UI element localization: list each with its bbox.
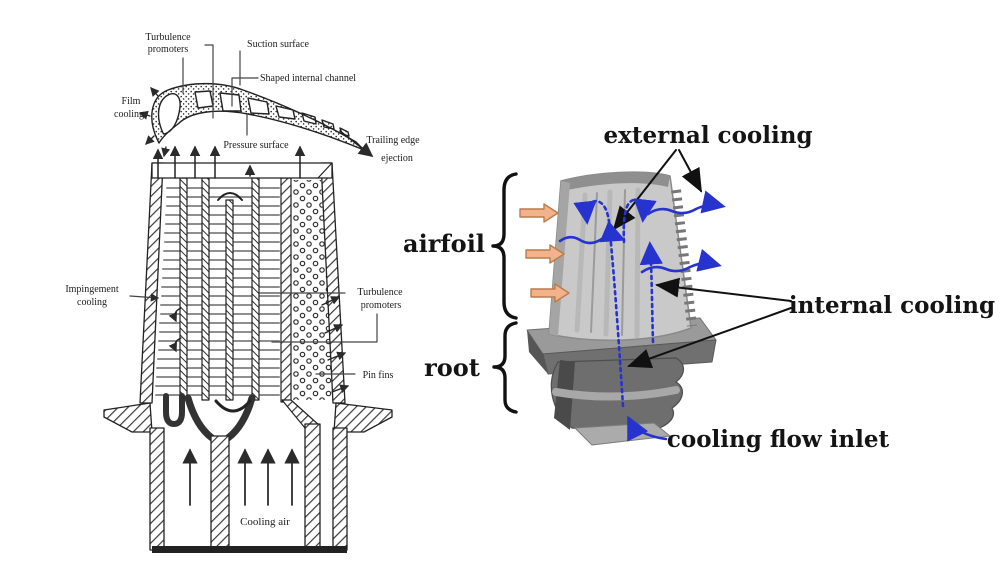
blade-tip-cap [561,172,670,191]
film-cooling-jet-arrows [138,87,171,158]
internal-flow-main [608,230,625,408]
label-shaped-internal-channel: Shaped internal channel [260,73,356,84]
tip-band-diagonal [317,162,333,179]
internal-flow-front [639,241,663,344]
tip-band [151,162,333,179]
cooling-air-arrows [182,448,300,506]
label-turbulence-promoters-right-line1: Turbulence [357,287,403,298]
gas-arrow-1 [519,203,559,223]
root-section [103,393,393,553]
trailing-edge-slots [671,189,697,327]
internal-arrow-lower [627,307,792,368]
tip-ejection-arrows [152,145,306,179]
airfoil-brace [491,172,518,320]
label-trailing-edge-line2: ejection [381,153,413,164]
platform-left-end [527,330,548,374]
label-impingement-line1: Impingement [65,284,119,295]
external-arrow-left [612,149,677,231]
cooling-flow-arrows [558,190,726,442]
braces [491,172,518,414]
label-film-cooling-line2: cooling [114,109,144,120]
external-arrow-right [678,149,702,193]
impingement-arrows [168,307,182,353]
gas-arrow-2 [525,244,565,264]
root-base [152,546,347,553]
root-divider-wall [304,423,321,551]
root-brace [492,321,518,414]
funnel-left-wall [184,394,216,442]
annotation-arrows [612,149,792,368]
right-blade-diagram: external cooling airfoil root internal c… [403,122,995,453]
left-flange [103,402,153,433]
blade-body [139,145,350,404]
internal-uturn-1 [573,199,612,232]
left-cutaway-diagram: Turbulence promoters Suction surface Sha… [65,32,420,553]
label-impingement-line2: cooling [77,297,107,308]
side-ejection-arrows [321,296,350,393]
root-left-wall [149,427,165,551]
funnel-turn-arc [214,399,252,413]
label-turbulence-promoters-top-line2: promoters [148,44,189,55]
label-internal-cooling: internal cooling [789,292,995,319]
gas-arrow-3 [530,283,570,303]
airfoil-cross-section [138,82,374,158]
label-trailing-edge-line1: Trailing edge [366,135,420,146]
right-flange [333,402,393,433]
root-right-wall [332,427,348,551]
label-airfoil: airfoil [403,229,485,258]
serpentine-dividers [179,177,260,401]
label-cooling-flow-inlet: cooling flow inlet [667,426,890,453]
film-flow-surface [558,220,626,245]
label-film-cooling-line1: Film [122,96,141,107]
exit-flow-upper [646,190,726,216]
hot-gas-arrows [519,203,570,303]
airfoil-body [548,171,692,341]
label-turbulence-promoters-top-line1: Turbulence [145,32,191,43]
label-pressure-surface: Pressure surface [223,140,289,151]
fir-tree-highlight [552,386,680,401]
funnel-stem-wall [210,435,230,551]
leader-lines [129,44,378,375]
right-diagram-labels: external cooling airfoil root internal c… [403,122,995,453]
label-suction-surface: Suction surface [247,39,309,50]
left-diagram-labels: Turbulence promoters Suction surface Sha… [65,32,420,528]
label-turbulence-promoters-right-line2: promoters [361,300,402,311]
pin-fin-wall [280,177,292,403]
label-cooling-air: Cooling air [240,516,290,528]
airfoil-wall [151,82,365,151]
inlet-arrow [627,415,668,442]
u-turn-arc [217,192,243,201]
pin-fin-field [293,180,334,400]
label-root: root [424,353,480,382]
serpentine-u-bend [163,393,185,427]
trailing-edge-ejection-arrow [339,130,374,157]
internal-arrow-upper [655,277,792,302]
exit-flow-lower [640,248,722,274]
label-pin-fins: Pin fins [363,370,394,381]
label-external-cooling: external cooling [603,122,812,149]
